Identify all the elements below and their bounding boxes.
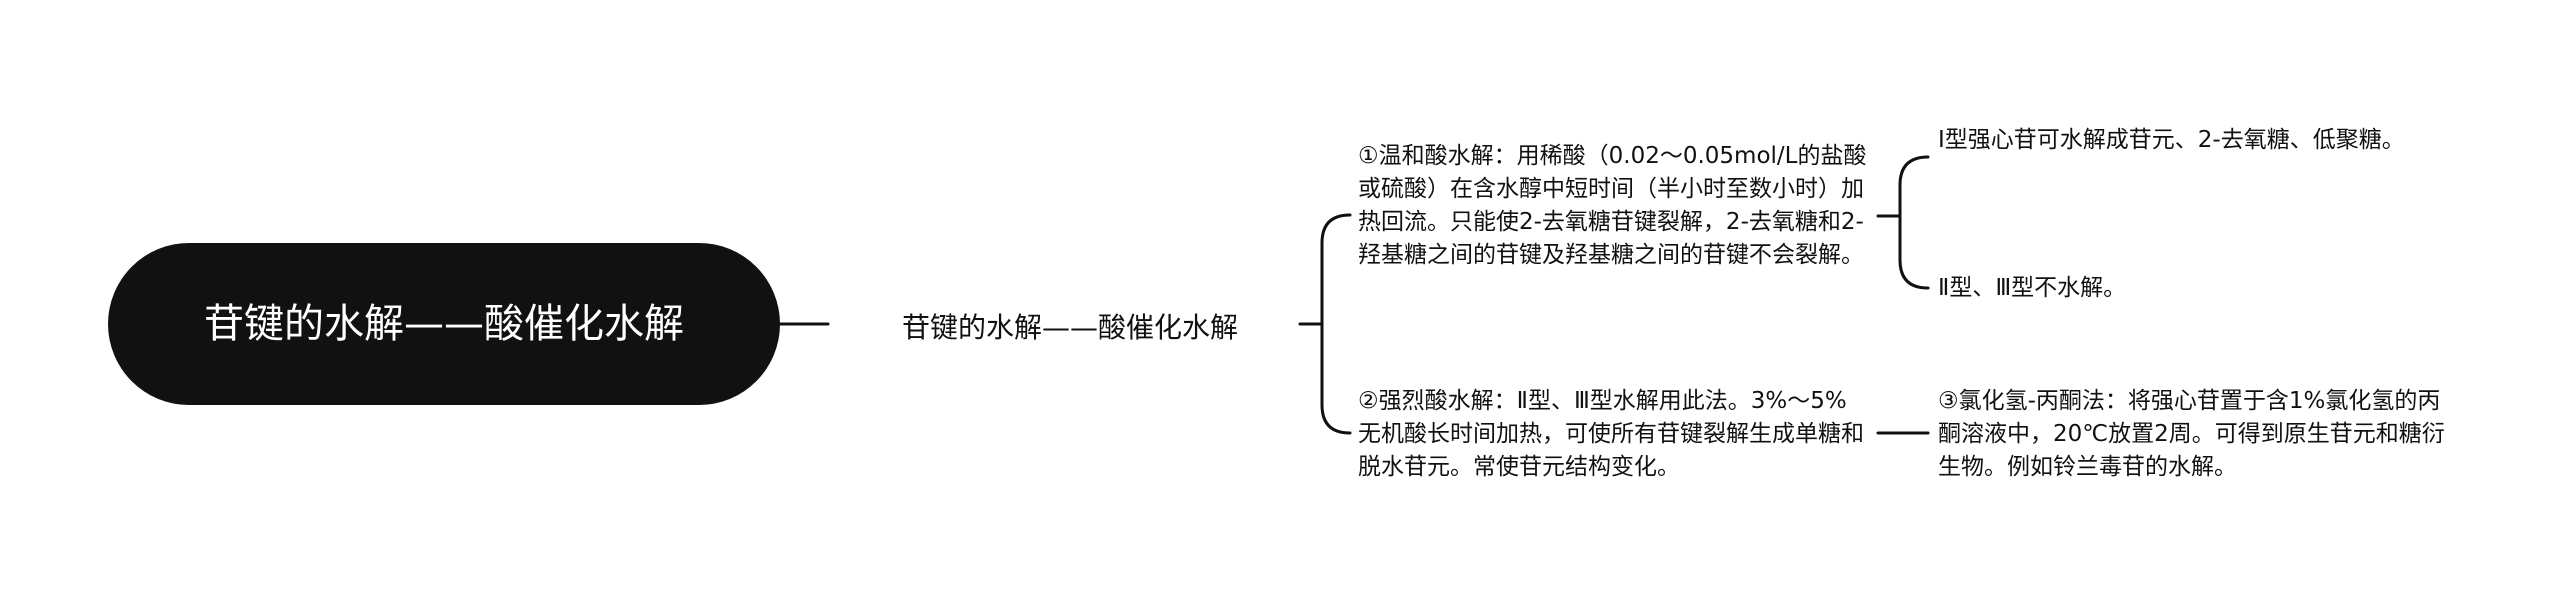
child-node-type1-result[interactable]: Ⅰ型强心苷可水解成苷元、2-去氧糖、低聚糖。 [1938,127,2405,153]
root-node[interactable]: 苷键的水解——酸催化水解 [108,243,780,405]
bracket-methods [1320,213,1352,435]
method-node-mild-acid-hydrolysis[interactable]: ①温和酸水解：用稀酸（0.02～0.05mol/L的盐酸或硫酸）在含水醇中短时间… [1358,143,1867,268]
branch-node[interactable]: 苷键的水解——酸催化水解 [850,298,1290,354]
root-label: 苷键的水解——酸催化水解 [204,301,684,347]
child-node-hcl-acetone-method[interactable]: ③氯化氢-丙酮法：将强心苷置于含1%氯化氢的丙酮溶液中，20℃放置2周。可得到原… [1938,388,2445,480]
bracket-method1-children [1898,155,1930,290]
branch-label: 苷键的水解——酸催化水解 [901,311,1238,344]
child-node-type2-3-result[interactable]: Ⅱ型、Ⅲ型不水解。 [1938,275,2127,301]
method-node-strong-acid-hydrolysis[interactable]: ②强烈酸水解：Ⅱ型、Ⅲ型水解用此法。3%～5%无机酸长时间加热，可使所有苷键裂解… [1358,388,1864,480]
